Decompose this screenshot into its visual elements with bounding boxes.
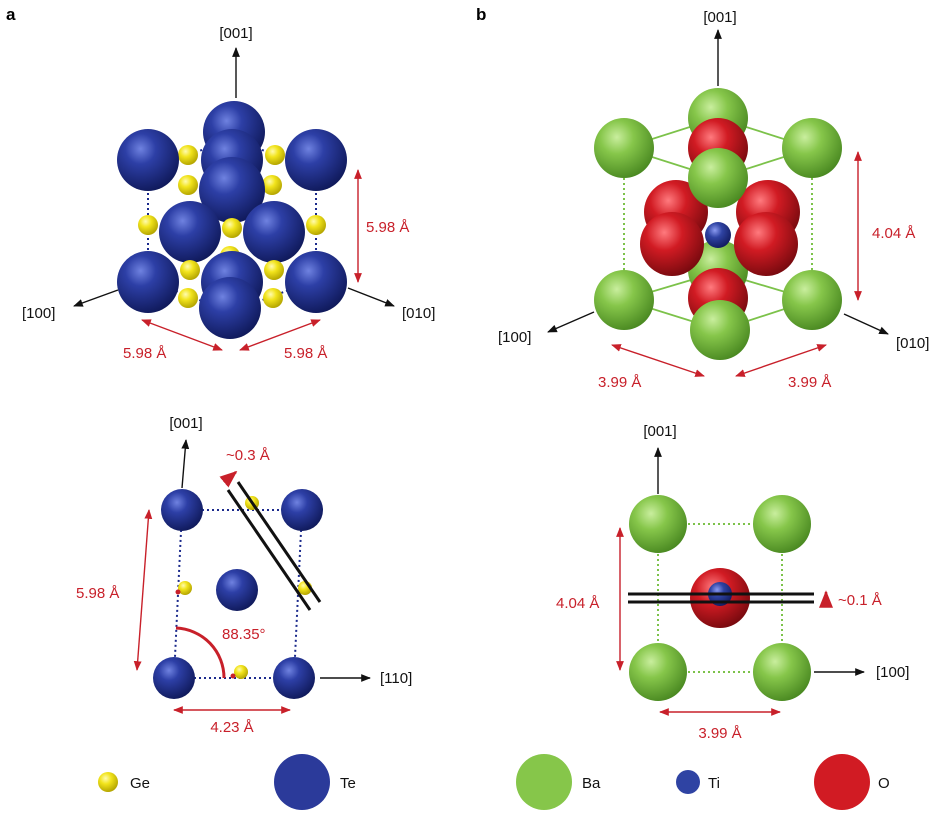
te-atom	[285, 251, 347, 313]
te-atom	[161, 489, 203, 531]
o-atom	[734, 212, 798, 276]
lattice-constant-vertical: 4.04 Å	[872, 225, 915, 242]
ge-atom	[178, 288, 198, 308]
axis-001-arrow	[181, 439, 190, 489]
te-atom	[117, 251, 179, 313]
te-atom	[199, 277, 261, 339]
ge-atom	[265, 145, 285, 165]
legend-ge-swatch	[98, 772, 118, 792]
legend: Ge Te Ba Ti O	[98, 754, 890, 810]
ge-atom	[264, 260, 284, 280]
ge-shift-label: ~0.3 Å	[226, 447, 270, 464]
te-atom	[199, 157, 265, 223]
te-atom	[243, 201, 305, 263]
gete-projection	[153, 481, 323, 699]
legend-ti-swatch	[676, 770, 700, 794]
axis-010-arrow	[843, 313, 889, 335]
te-atom	[117, 129, 179, 191]
lattice-constant-vertical: 4.04 Å	[556, 595, 599, 612]
ti-shift-label: ~0.1 Å	[838, 592, 882, 609]
ba-atom	[629, 495, 687, 553]
panel-label-b: b	[476, 5, 486, 24]
axis-label-100: [100]	[22, 305, 55, 322]
ge-atom	[263, 288, 283, 308]
shift-arrow	[219, 470, 238, 488]
axis-label-010: [010]	[402, 305, 435, 322]
axis-label-010: [010]	[896, 335, 929, 352]
plane-line	[236, 481, 322, 603]
ti-atom	[705, 222, 731, 248]
lattice-constant-right: 3.99 Å	[788, 374, 831, 391]
ge-atom	[234, 665, 248, 679]
axis-label-001: [001]	[219, 25, 252, 42]
lattice-constant-horizontal: 4.23 Å	[210, 719, 253, 736]
legend-o-label: O	[878, 775, 890, 792]
ge-atom	[306, 215, 326, 235]
te-atom	[281, 489, 323, 531]
ideal-position-dot	[175, 589, 181, 595]
ba-atom	[753, 643, 811, 701]
ba-atom	[594, 270, 654, 330]
legend-ti-label: Ti	[708, 775, 720, 792]
te-atom	[216, 569, 258, 611]
angle-label: 88.35°	[222, 626, 266, 643]
ge-atom	[178, 581, 192, 595]
ideal-position-dot	[230, 673, 236, 679]
lattice-constant-horizontal: 3.99 Å	[698, 725, 741, 742]
axis-100-arrow	[547, 311, 595, 333]
ge-atom	[180, 260, 200, 280]
angle-arc	[175, 626, 226, 679]
dimension-arrow-left	[141, 319, 223, 351]
ba-atom	[753, 495, 811, 553]
lattice-constant-left: 5.98 Å	[123, 345, 166, 362]
axis-label-001: [001]	[169, 415, 202, 432]
legend-o-swatch	[814, 754, 870, 810]
panel-label-a: a	[6, 5, 16, 24]
gete-unit-cell-3d	[117, 101, 347, 339]
lattice-constant-vertical: 5.98 Å	[366, 219, 409, 236]
ba-atom	[594, 118, 654, 178]
axis-label-100: [100]	[498, 329, 531, 346]
te-atom	[273, 657, 315, 699]
ba-atom	[782, 270, 842, 330]
ba-atom	[690, 300, 750, 360]
te-atom	[159, 201, 221, 263]
axis-label-110: [110]	[380, 670, 412, 687]
legend-ba-label: Ba	[582, 775, 601, 792]
ge-atom	[262, 175, 282, 195]
ge-atom	[178, 145, 198, 165]
ge-atom	[222, 218, 242, 238]
dimension-arrow-left	[611, 344, 705, 377]
axis-010-arrow	[347, 287, 395, 307]
dimension-arrow-right	[239, 319, 321, 351]
dimension-arrow-right	[735, 344, 827, 377]
te-atom	[153, 657, 195, 699]
batio3-unit-cell-3d	[594, 88, 842, 360]
ba-atom	[782, 118, 842, 178]
ba-atom	[629, 643, 687, 701]
legend-ba-swatch	[516, 754, 572, 810]
axis-100-arrow	[73, 289, 119, 307]
legend-te-label: Te	[340, 775, 356, 792]
plane-line	[226, 489, 312, 611]
o-atom	[640, 212, 704, 276]
axis-label-100: [100]	[876, 664, 909, 681]
axis-label-001: [001]	[643, 423, 676, 440]
lattice-constant-vertical: 5.98 Å	[76, 585, 119, 602]
ba-atom	[688, 148, 748, 208]
lattice-constant-left: 3.99 Å	[598, 374, 641, 391]
batio3-projection	[628, 495, 814, 701]
lattice-constant-right: 5.98 Å	[284, 345, 327, 362]
ge-atom	[178, 175, 198, 195]
ge-atom	[138, 215, 158, 235]
legend-ge-label: Ge	[130, 775, 150, 792]
axis-label-001: [001]	[703, 9, 736, 26]
te-atom	[285, 129, 347, 191]
legend-te-swatch	[274, 754, 330, 810]
dimension-arrow-vertical	[133, 509, 153, 671]
